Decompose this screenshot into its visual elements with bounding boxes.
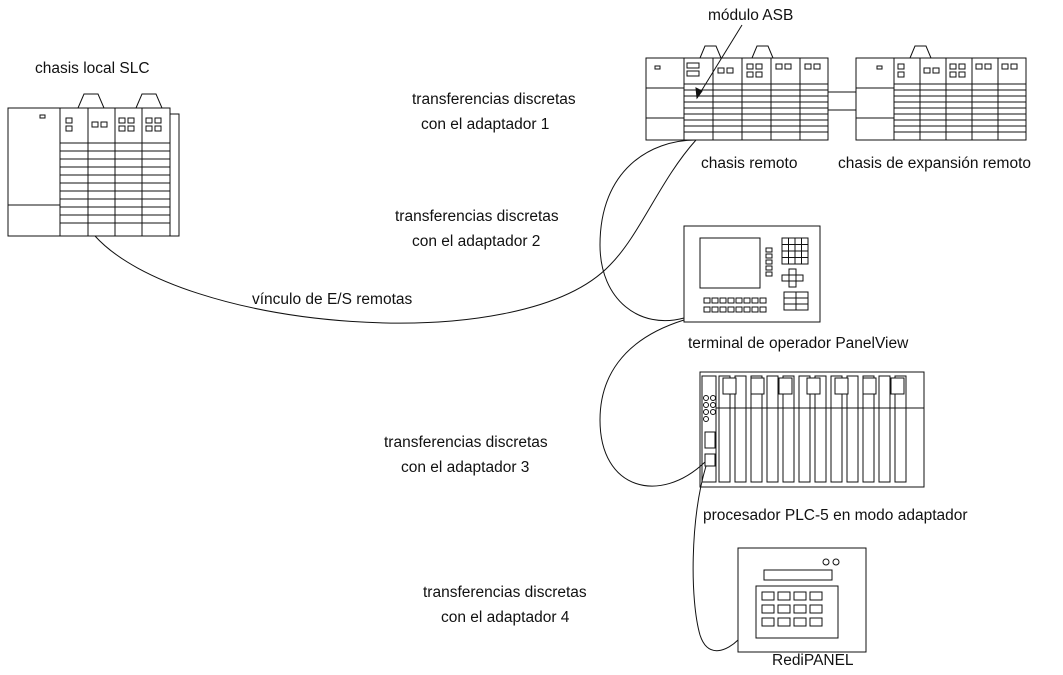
rio-link-label: vínculo de E/S remotas	[252, 291, 412, 308]
transfer-label-4: transferencias discretas con el adaptado…	[423, 584, 587, 626]
svg-text:transferencias discretas: transferencias discretas	[384, 434, 548, 451]
panelview-label: terminal de operador PanelView	[688, 335, 909, 352]
panelview-terminal	[683, 225, 821, 323]
svg-text:transferencias discretas: transferencias discretas	[412, 91, 576, 108]
plc5-module-slots	[716, 375, 924, 483]
transfer-label-2: transferencias discretas con el adaptado…	[395, 208, 559, 250]
local-chassis-label: chasis local SLC	[35, 60, 150, 77]
remote-chassis-label: chasis remoto	[701, 155, 797, 172]
svg-text:con el adaptador 4: con el adaptador 4	[441, 609, 570, 626]
svg-text:con el adaptador 3: con el adaptador 3	[401, 459, 529, 476]
asb-pointer-arrow	[695, 24, 743, 100]
rio-cables	[94, 139, 739, 652]
local-terminal-rows	[60, 142, 170, 224]
expansion-cable	[828, 91, 856, 111]
expansion-terminal-rows	[894, 83, 1026, 133]
local-slc-chassis	[7, 93, 180, 237]
transfer-label-1: transferencias discretas con el adaptado…	[412, 91, 576, 133]
svg-text:con el adaptador 1: con el adaptador 1	[421, 116, 549, 133]
svg-text:transferencias discretas: transferencias discretas	[395, 208, 559, 225]
remote-chassis	[645, 45, 829, 141]
plc5-label: procesador PLC-5 en modo adaptador	[703, 507, 968, 524]
redipanel-keys	[761, 591, 823, 627]
plc5-processor	[699, 371, 925, 488]
remote-expansion-chassis-label: chasis de expansión remoto	[838, 155, 1031, 172]
asb-module-label: módulo ASB	[708, 7, 793, 24]
redipanel-label: RediPANEL	[772, 652, 854, 669]
remote-expansion-chassis	[855, 45, 1027, 141]
remote-terminal-rows	[684, 83, 828, 133]
svg-text:con el adaptador 2: con el adaptador 2	[412, 233, 540, 250]
svg-text:transferencias discretas: transferencias discretas	[423, 584, 587, 601]
redipanel	[737, 547, 867, 653]
panelview-function-keys	[703, 297, 767, 313]
transfer-label-3: transferencias discretas con el adaptado…	[384, 434, 548, 476]
